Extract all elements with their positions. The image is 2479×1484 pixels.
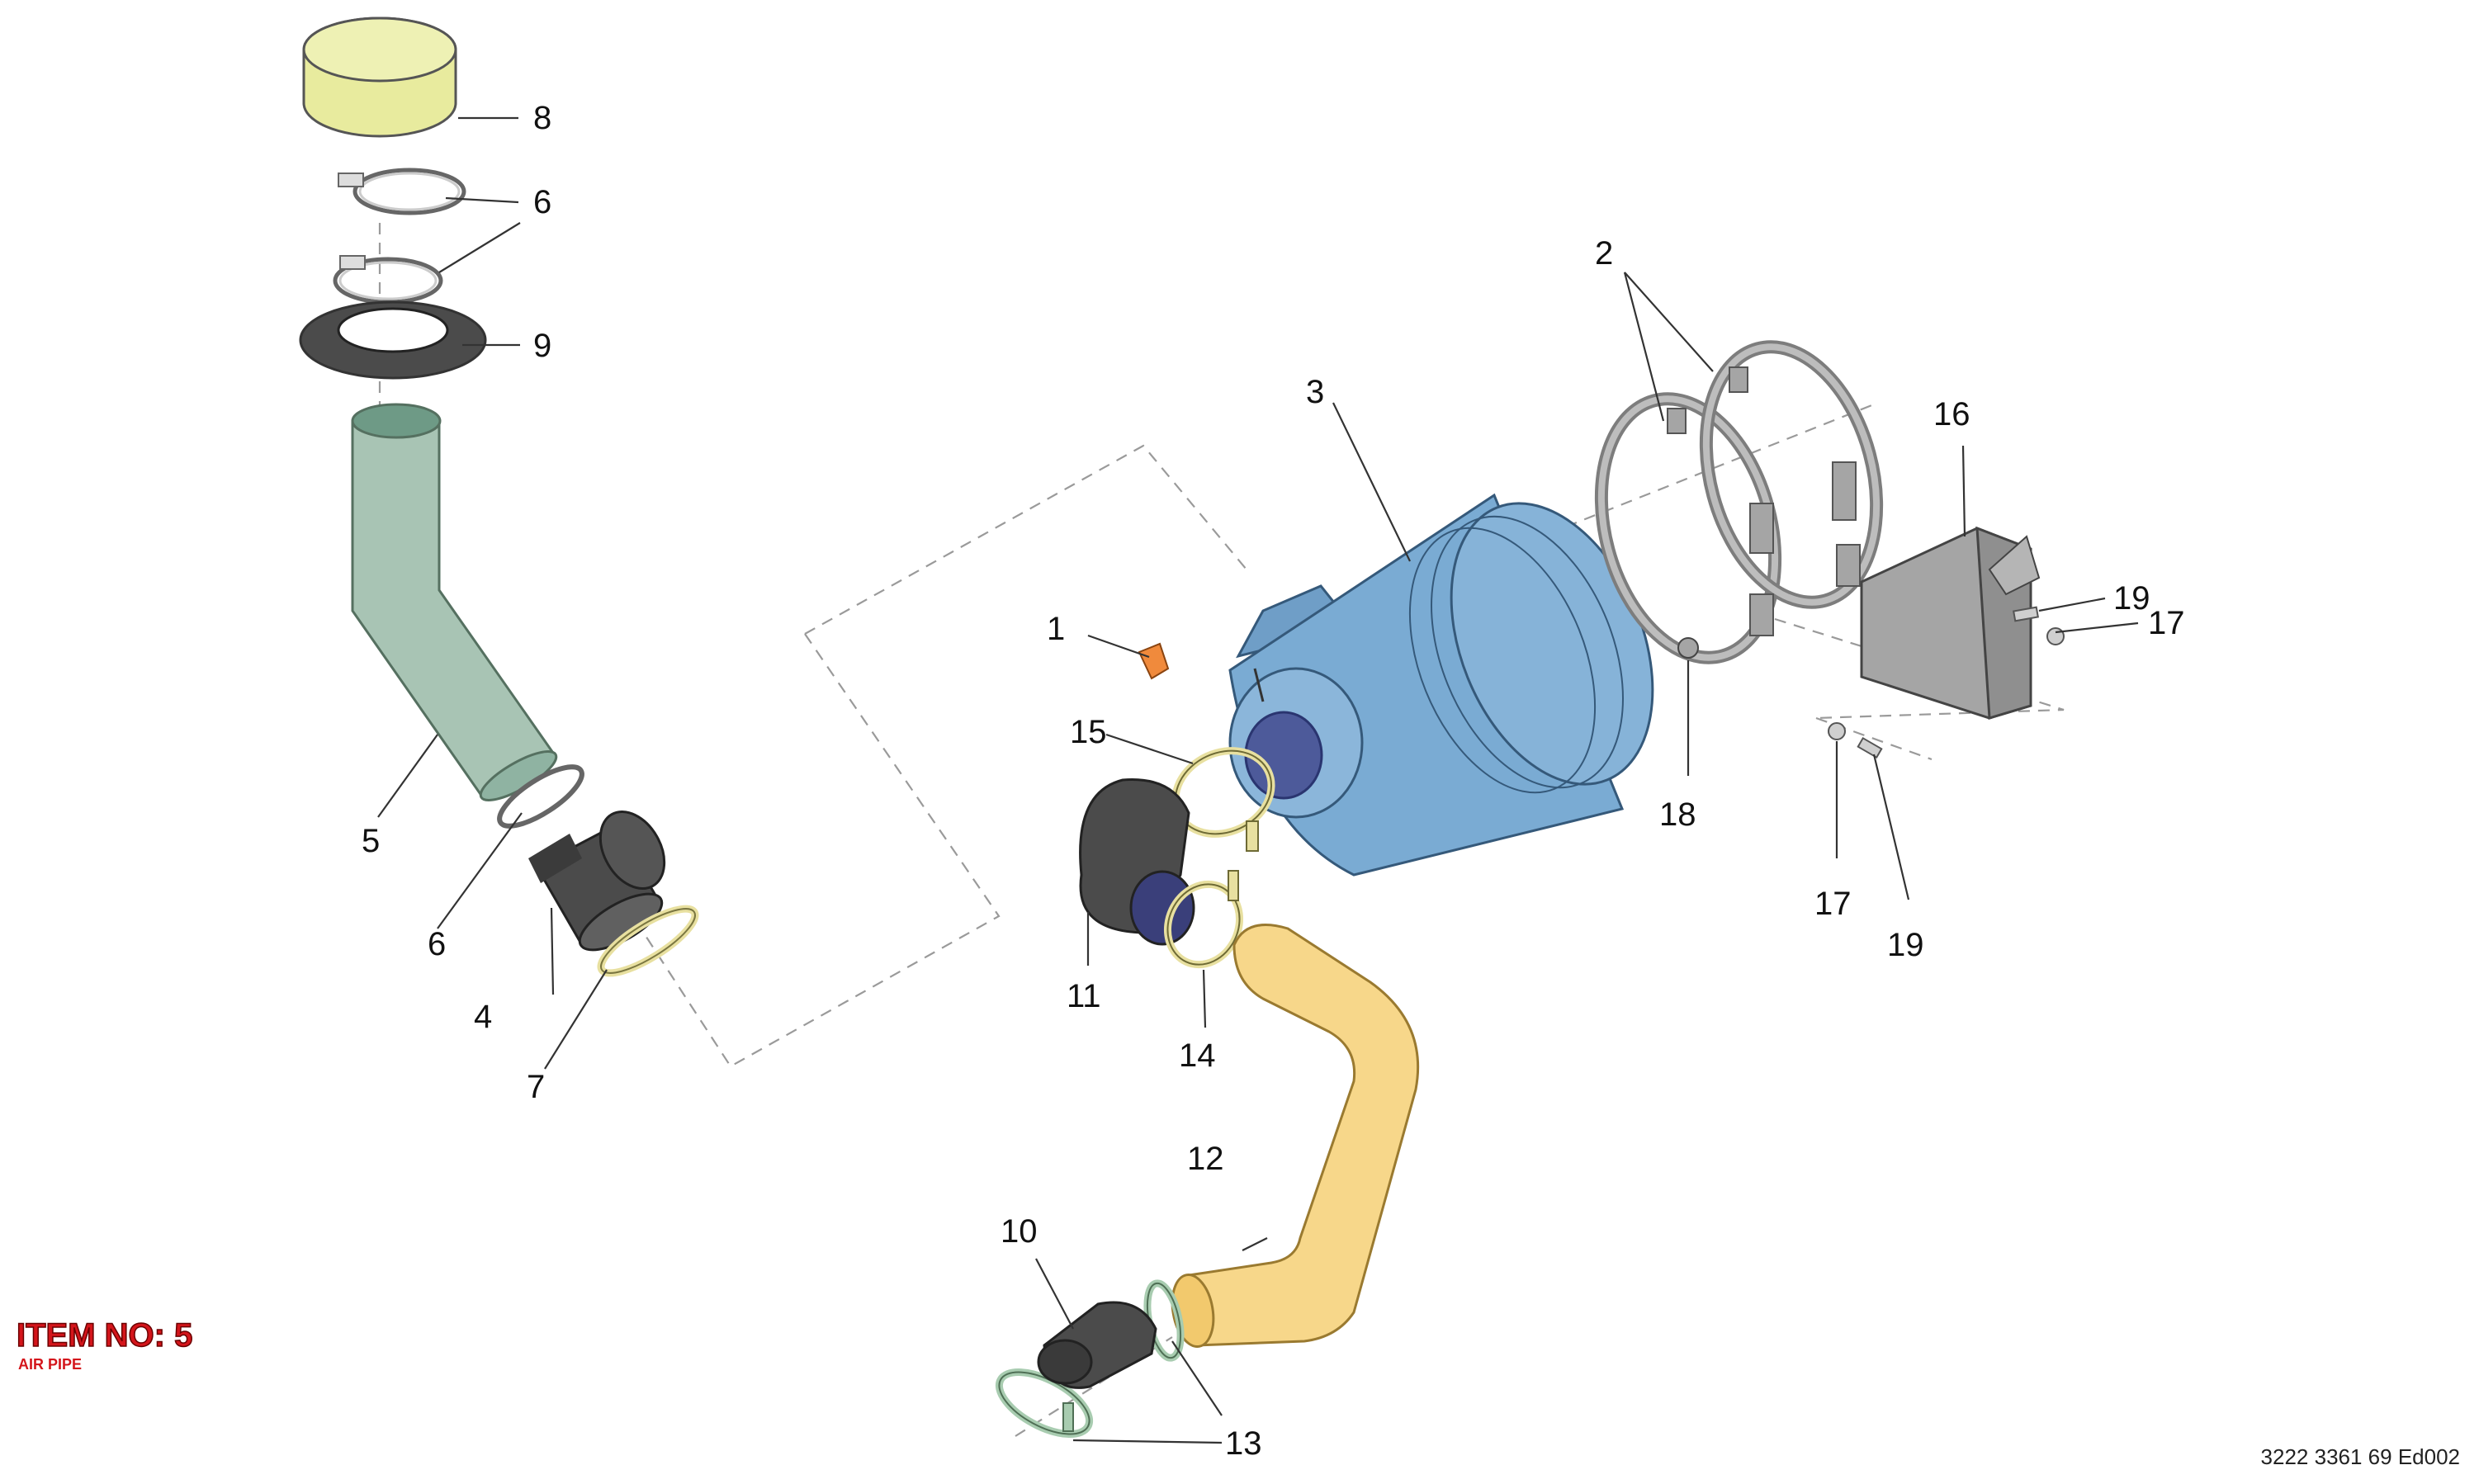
part-19-bolt-right — [2013, 606, 2039, 622]
callout-7: 7 — [527, 1069, 545, 1105]
part-17-washer-lower — [1828, 722, 1846, 740]
part-14-clamp — [1163, 870, 1244, 969]
part-5-air-pipe — [351, 403, 558, 801]
part-7-clamp — [597, 905, 699, 977]
callout-15: 15 — [1070, 714, 1107, 750]
part-6-clamp-ring — [497, 764, 584, 829]
part-6-clamp-lower — [333, 255, 443, 305]
callout-12: 12 — [1187, 1141, 1224, 1177]
callout-5: 5 — [362, 823, 380, 859]
item-number-title: ITEM NO: 5 — [16, 1317, 193, 1354]
callout-14: 14 — [1179, 1037, 1216, 1074]
part-17-washer-right — [2046, 627, 2065, 645]
callout-8: 8 — [533, 100, 551, 136]
part-4-rubber-reducer — [528, 810, 666, 952]
callout-6-upper: 6 — [533, 184, 551, 220]
callout-9: 9 — [533, 328, 551, 364]
callout-10: 10 — [1001, 1213, 1038, 1250]
callout-13: 13 — [1225, 1425, 1262, 1462]
callout-16: 16 — [1933, 396, 1970, 432]
part-11-rubber-elbow — [1079, 778, 1195, 946]
callout-labels: 1 2 3 4 5 6 6 7 8 9 10 11 12 13 14 15 16… — [362, 100, 2185, 1462]
item-description: AIR PIPE — [18, 1356, 83, 1373]
part-16-bracket — [1860, 526, 2041, 720]
document-reference: 3222 3361 69 Ed002 — [2260, 1444, 2460, 1469]
callout-11: 11 — [1067, 978, 1101, 1014]
part-1-service-indicator — [1138, 642, 1170, 680]
part-3-air-filter-housing — [1228, 493, 1654, 877]
leader-lines — [377, 116, 2139, 1444]
part-19-bolt-lower — [1857, 736, 1883, 759]
callout-4: 4 — [474, 999, 492, 1035]
part-10-rubber-elbow — [1037, 1301, 1157, 1389]
callout-17-lower: 17 — [1814, 886, 1852, 922]
part-8-prefilter-cap — [302, 17, 457, 138]
part-18-nut — [1677, 637, 1699, 659]
part-9-rubber-flange — [299, 300, 487, 380]
callout-17-right: 17 — [2148, 605, 2185, 641]
callout-2: 2 — [1595, 235, 1613, 272]
part-6-clamp-upper — [338, 168, 466, 215]
callout-19-lower: 19 — [1887, 927, 1924, 963]
callout-1: 1 — [1047, 611, 1065, 647]
callout-3: 3 — [1306, 374, 1324, 410]
part-2-mounting-bands — [1594, 340, 1884, 664]
callout-19-right: 19 — [2113, 580, 2150, 617]
callout-6-lower: 6 — [428, 926, 446, 962]
callout-18: 18 — [1659, 796, 1696, 833]
